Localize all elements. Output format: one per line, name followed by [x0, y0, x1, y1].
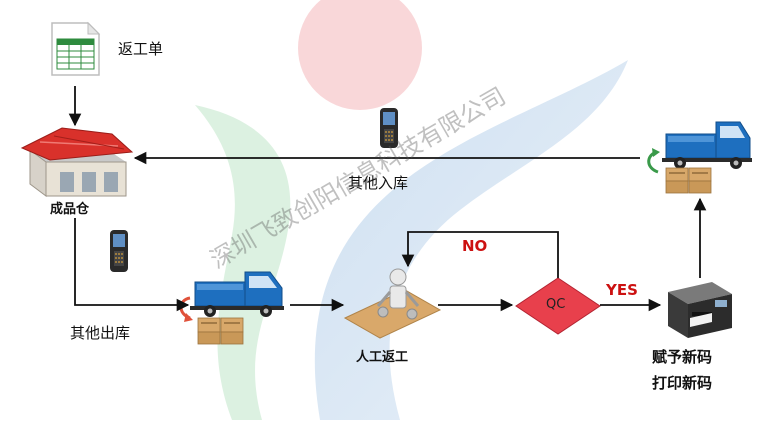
handheld-scanner-icon-left — [110, 230, 128, 272]
logo-red-circle — [298, 0, 422, 110]
arrow-warehouse-to-outbound — [74, 218, 190, 312]
label-print-new-code: 打印新码 — [652, 374, 713, 392]
label-qc: QC — [546, 297, 566, 312]
delivery-truck-icon-inbound — [662, 121, 752, 169]
rotate-arrow-head-outbound — [184, 313, 193, 322]
delivery-truck-icon-outbound — [190, 271, 284, 317]
rework-worker-icon — [343, 268, 442, 339]
rotate-arrow-head-inbound — [652, 148, 660, 157]
label-other-outbound: 其他出库 — [70, 324, 131, 342]
handheld-scanner-icon-top — [380, 108, 398, 148]
label-finished-warehouse: 成品仓 — [50, 202, 90, 217]
label-branch-yes: YES — [606, 281, 638, 299]
logo-blue-swoosh — [314, 60, 628, 420]
arrow-qc-no-loop — [401, 231, 559, 278]
label-branch-no: NO — [462, 237, 488, 255]
label-manual-rework: 人工返工 — [356, 350, 409, 365]
label-rework-order: 返工单 — [118, 40, 164, 58]
rotate-arrow-icon-outbound — [179, 296, 191, 320]
warehouse-icon — [20, 127, 134, 197]
label-printer-icon — [668, 282, 732, 338]
logo-green-leaf — [195, 105, 291, 420]
qc-decision-diamond — [515, 277, 601, 335]
label-assign-new-code: 赋予新码 — [652, 348, 713, 366]
cargo-boxes-icon-inbound — [665, 167, 712, 194]
spreadsheet-icon — [51, 21, 101, 76]
label-other-inbound: 其他入库 — [348, 174, 409, 192]
cargo-boxes-icon-outbound — [197, 317, 244, 345]
